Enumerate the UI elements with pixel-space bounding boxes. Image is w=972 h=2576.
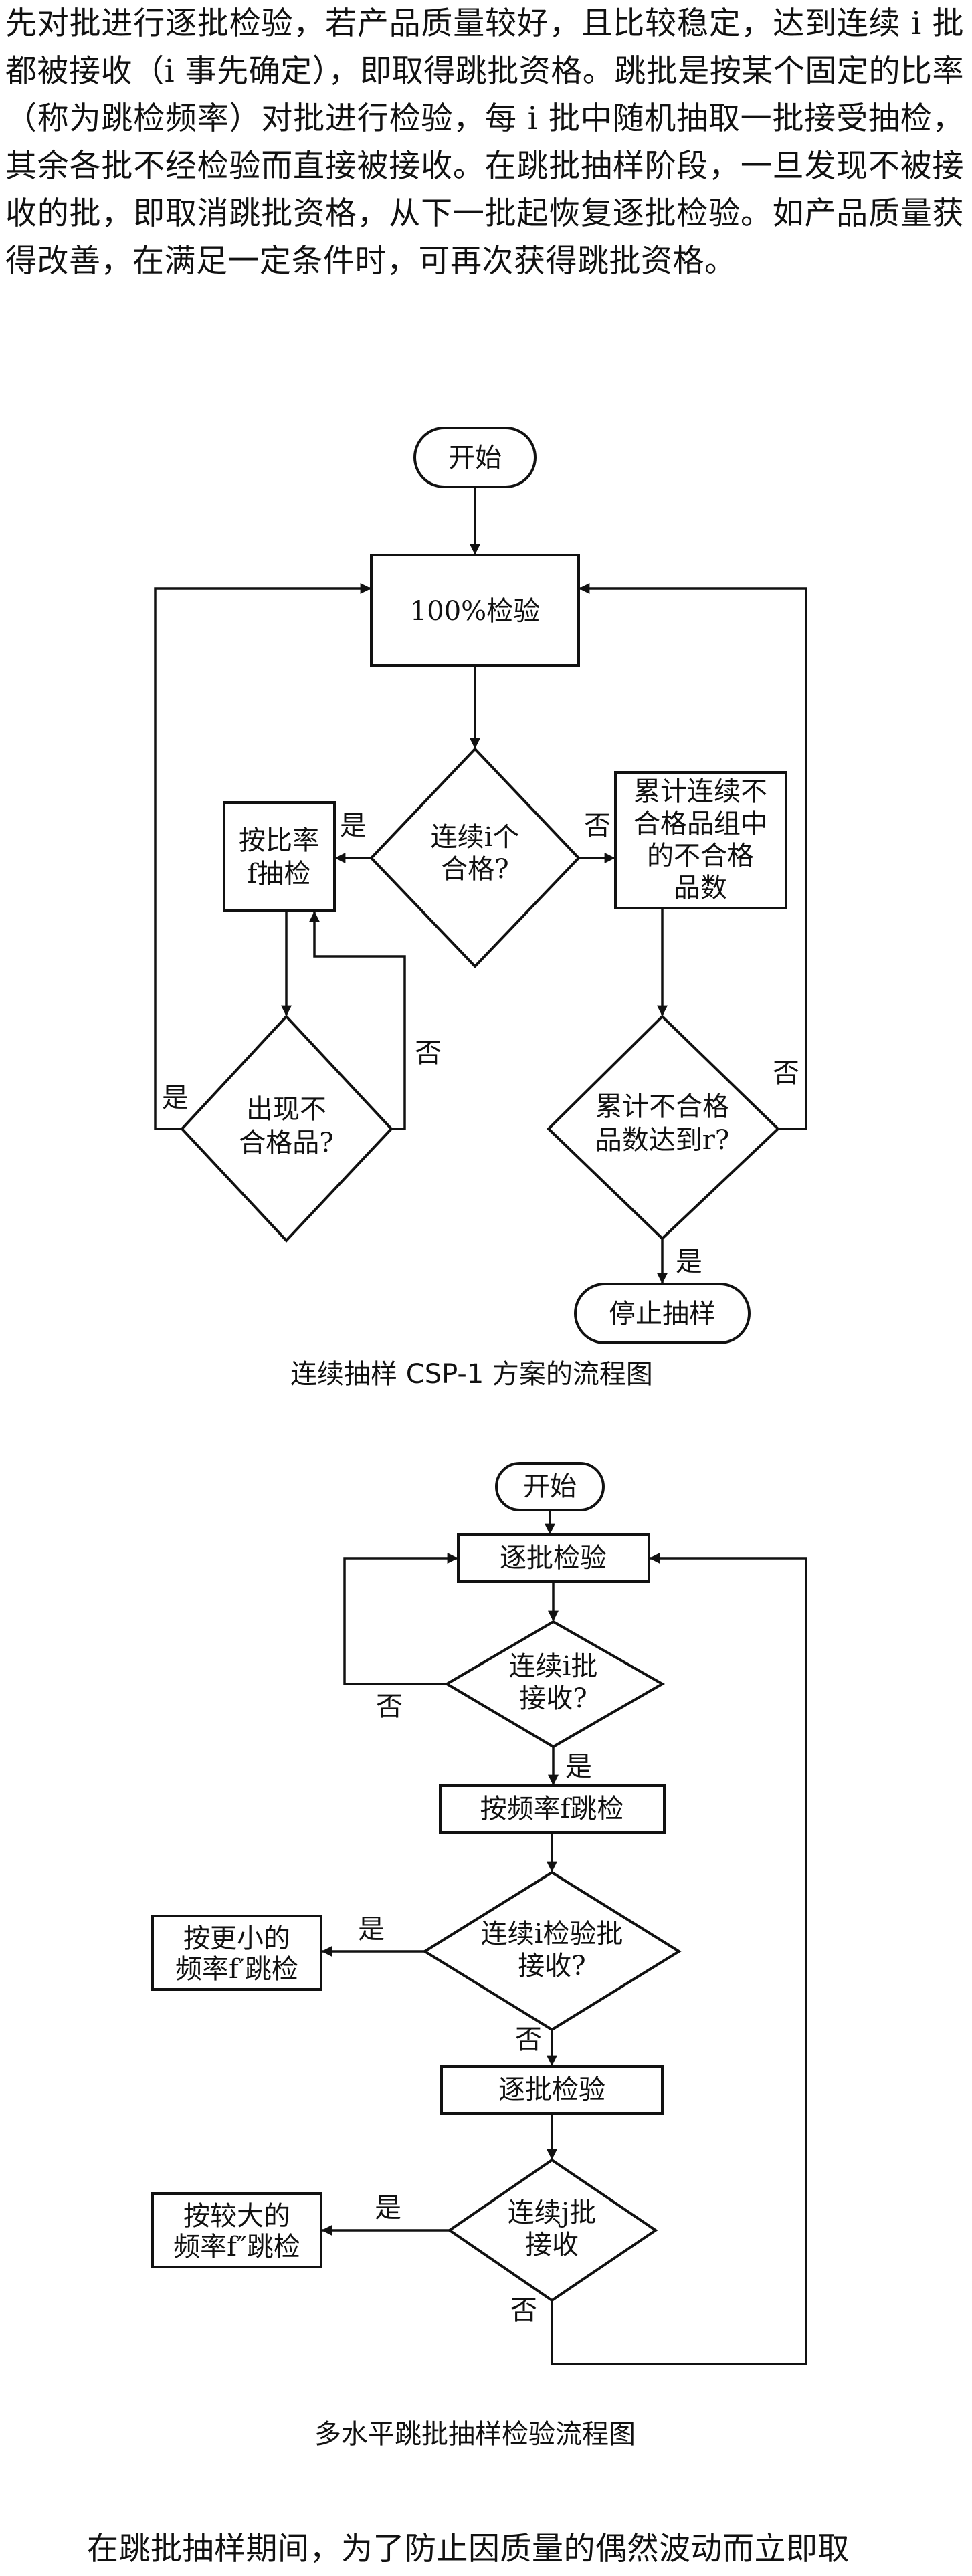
skip-decision1-line2: 接收? — [519, 1683, 587, 1714]
skip-decision1-line1: 连续i批 — [509, 1651, 598, 1682]
skip-start-label: 开始 — [523, 1471, 577, 1502]
csp1-decision-consecutive-i — [369, 747, 581, 968]
csp1-reach-line1: 累计不合格 — [595, 1091, 729, 1122]
csp1-accumulate-line1: 累计连续不 — [634, 776, 767, 807]
skip-no-label-1: 否 — [376, 1691, 403, 1722]
csp1-inspect-all-label: 100%检验 — [410, 596, 540, 627]
skip-yes-label-3: 是 — [375, 2193, 401, 2224]
skip-decision2-line1: 连续i检验批 — [481, 1919, 623, 1949]
closing-paragraph: 在跳批抽样期间，为了防止因质量的偶然波动而立即取 — [87, 2531, 850, 2567]
flowcharts-canvas: 开始 100%检验 连续i个 合格? 是 按比率 f抽检 出现不 合格品? 否 … — [151, 427, 807, 2450]
skip-larger-f-box — [151, 2192, 322, 2268]
csp1-yes-label-1: 是 — [340, 811, 367, 841]
csp1-flowchart: 开始 100%检验 连续i个 合格? 是 按比率 f抽检 出现不 合格品? 否 … — [154, 427, 807, 1390]
skip-decision3-line2: 接收 — [525, 2230, 579, 2260]
csp1-sample-f-line2: f抽检 — [248, 859, 311, 889]
skip-f-box — [439, 1784, 666, 1834]
skip-smaller-line1: 按更小的 — [183, 1923, 290, 1954]
skip-no-label-2: 否 — [515, 2024, 542, 2055]
skip-arrow-no-back-1 — [343, 1553, 458, 1685]
csp1-decision-i-line2: 合格? — [441, 854, 508, 885]
skip-larger-line1: 按较大的 — [183, 2201, 290, 2232]
skip-lot-inspect-label-2: 逐批检验 — [498, 2074, 605, 2105]
skip-no-label-3: 否 — [510, 2295, 537, 2326]
skip-caption: 多水平跳批抽样检验流程图 — [314, 2419, 636, 2450]
csp1-yes-label-3: 是 — [676, 1247, 702, 1277]
skip-yes-label-2: 是 — [358, 1914, 385, 1945]
csp1-reach-line2: 品数达到r? — [595, 1125, 730, 1156]
csp1-stop-label: 停止抽样 — [609, 1299, 716, 1329]
csp1-decision-defect-found — [180, 1014, 393, 1243]
skip-smaller-f-box — [151, 1915, 322, 1991]
skip-larger-line2: 频率f″跳检 — [173, 2232, 300, 2262]
skip-lot-inspect-label-1: 逐批检验 — [500, 1543, 607, 1574]
skip-arrow-no-back-to-inspect1 — [551, 1553, 807, 2365]
csp1-sample-f-line1: 按比率 — [239, 825, 319, 856]
skip-decision3-line1: 连续j批 — [508, 2197, 596, 2228]
csp1-yes-label-2: 是 — [162, 1083, 189, 1113]
csp1-accumulate-box — [614, 771, 787, 909]
skip-smaller-line2: 频率f′跳检 — [175, 1954, 298, 1985]
csp1-sample-f-box — [223, 801, 336, 912]
skiplot-flowchart: 开始 逐批检验 连续i批 接收? 否 是 按频率f跳检 连续i检验批 接收? 是… — [151, 1462, 807, 2450]
csp1-accumulate-line2: 合格品组中 — [634, 809, 767, 839]
csp1-arrow-yes-back-to-inspect — [154, 583, 371, 1130]
skip-decision2-line2: 接收? — [518, 1951, 585, 1981]
skip-f-label: 按频率f跳检 — [480, 1794, 624, 1824]
csp1-accumulate-line3: 的不合格 — [647, 841, 754, 871]
csp1-decision-i-line1: 连续i个 — [431, 822, 520, 853]
csp1-accumulate-line4: 品数 — [674, 873, 727, 903]
csp1-no-label-2: 否 — [584, 811, 611, 841]
csp1-arrow-no-back-to-sample — [309, 911, 406, 1130]
skip-lot-inspect-box-1 — [457, 1533, 650, 1583]
csp1-caption: 连续抽样 CSP-1 方案的流程图 — [290, 1359, 653, 1390]
intro-paragraph: 先对批进行逐批检验，若产品质量较好，且比较稳定，达到连续 i 批都被接收（i 事… — [5, 5, 964, 280]
csp1-arrow-no-back-to-inspect — [579, 583, 807, 1130]
csp1-defect-line1: 出现不 — [246, 1094, 326, 1125]
csp1-start-label: 开始 — [448, 443, 502, 473]
skip-lot-inspect-box-2 — [440, 2065, 664, 2115]
csp1-no-label-1: 否 — [415, 1038, 442, 1069]
skip-yes-label-1: 是 — [565, 1751, 592, 1782]
csp1-stop-terminal — [574, 1283, 751, 1344]
csp1-no-label-3: 否 — [773, 1058, 799, 1089]
csp1-defect-line2: 合格品? — [239, 1128, 333, 1158]
